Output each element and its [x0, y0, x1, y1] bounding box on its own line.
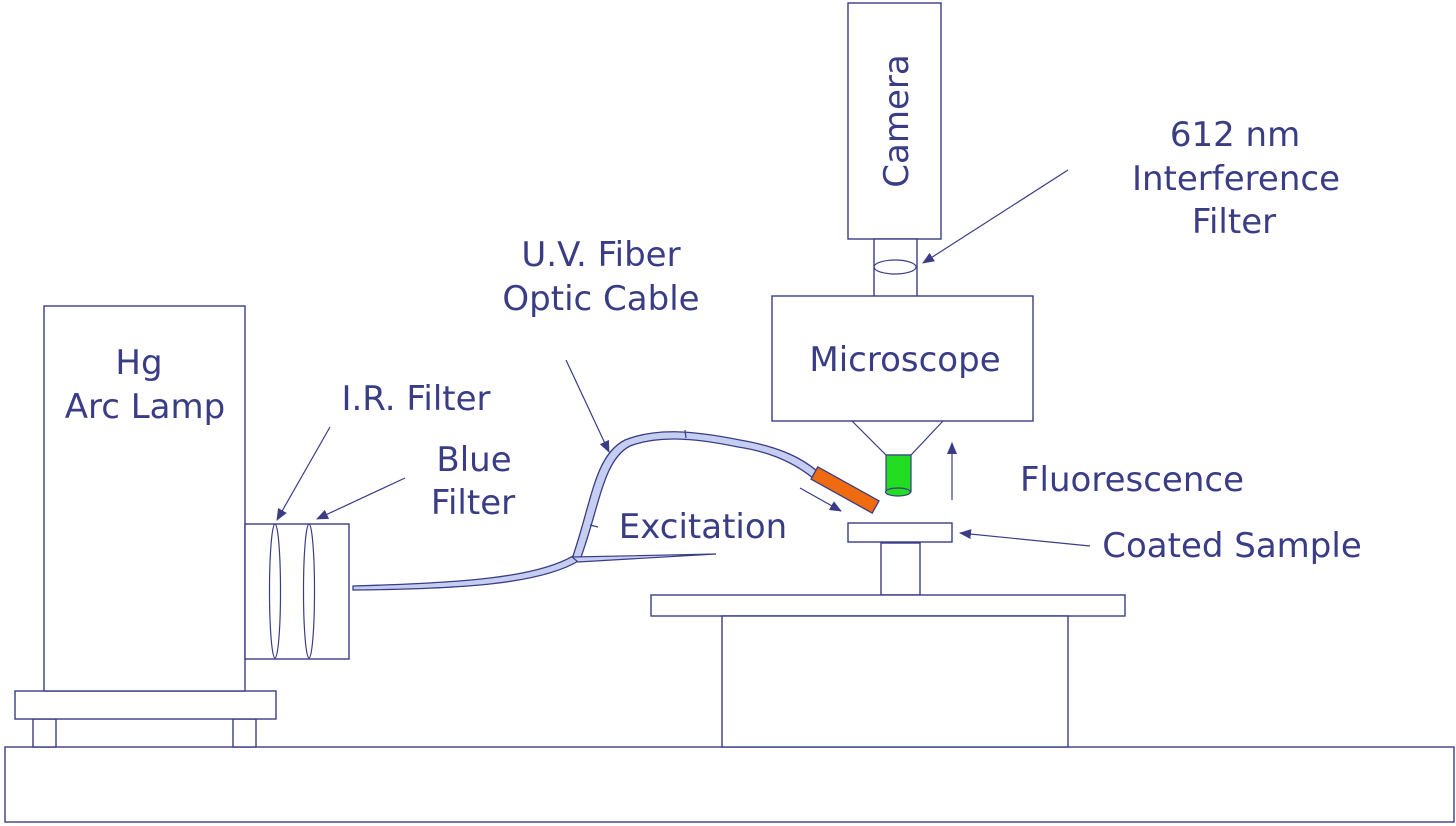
fiber-branch	[570, 553, 717, 563]
fluorescence-label: Fluorescence	[1020, 460, 1244, 500]
coated-sample	[847, 522, 953, 543]
lamp-stand-leg-left	[32, 718, 57, 748]
ir-filter-pointer	[276, 426, 331, 521]
filter-housing	[244, 523, 350, 660]
lamp-label-line-1: Hg	[115, 343, 162, 383]
fiber-label-line-1: U.V. Fiber	[521, 235, 680, 275]
ir-filter-label: I.R. Filter	[341, 379, 490, 419]
blue-filter-label-line-1: Blue	[436, 440, 511, 480]
coated-sample-pointer	[959, 529, 1091, 547]
blue-filter-label-line-2: Filter	[431, 483, 515, 523]
stage-base	[721, 615, 1069, 748]
blue-filter-lens	[302, 523, 316, 659]
objective-lens	[885, 454, 912, 493]
lamp-label-line-2: Arc Lamp	[65, 387, 225, 427]
microscope-label: Microscope	[809, 340, 1000, 380]
ir-filter-lens	[268, 523, 282, 659]
blue-filter-pointer	[316, 477, 406, 520]
base-table	[4, 746, 1455, 823]
fiber-joint-upper	[684, 429, 687, 439]
fiber-label-line-2: Optic Cable	[502, 279, 699, 319]
interference-label-line-1: 612 nm	[1170, 115, 1300, 155]
objective-cone	[851, 420, 944, 456]
coated-sample-label: Coated Sample	[1102, 526, 1362, 566]
lamp-stand-leg-right	[232, 718, 257, 748]
fiber-joint-lower	[589, 524, 599, 528]
lamp-stand-top	[14, 690, 277, 720]
excitation-label: Excitation	[619, 507, 787, 547]
hg-arc-lamp	[43, 305, 246, 692]
stage-plate	[650, 594, 1126, 617]
camera-label: Camera	[877, 54, 917, 187]
fiber-probe-tip	[810, 466, 880, 514]
interference-filter-lens	[873, 259, 917, 275]
objective-lens-bottom	[884, 487, 912, 497]
microscope	[771, 295, 1034, 422]
interference-filter-pointer	[922, 169, 1069, 264]
fiber-pointer	[565, 359, 610, 453]
camera	[847, 2, 942, 240]
filter-adapter	[873, 238, 918, 298]
interference-label-line-3: Filter	[1192, 202, 1276, 242]
sample-post	[880, 542, 921, 596]
interference-label-line-2: Interference	[1132, 159, 1340, 199]
excitation-arrow	[799, 487, 842, 512]
